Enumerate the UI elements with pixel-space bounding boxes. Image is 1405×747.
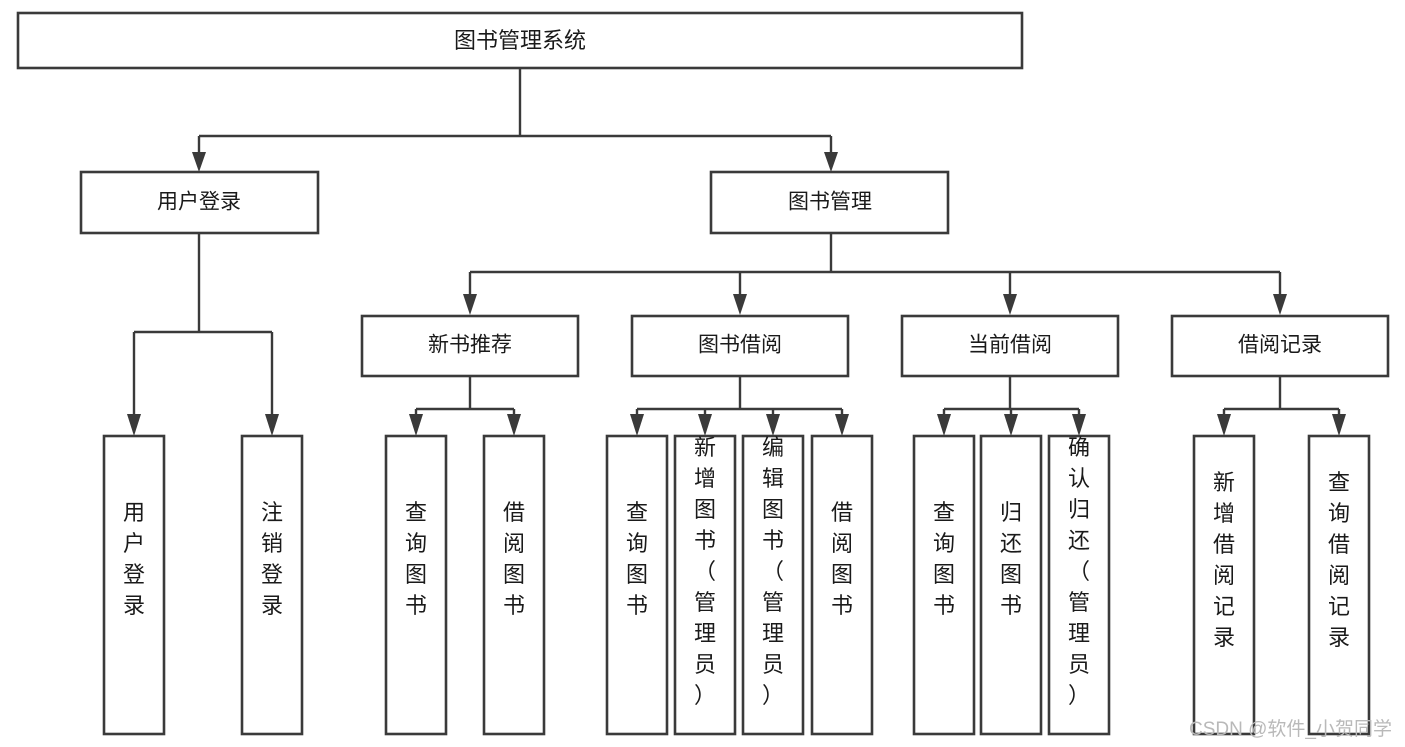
leaf-logout-login-box [240, 434, 304, 736]
leaf-node[interactable]: 编辑图书（管理员） [741, 434, 805, 736]
user-login-box [79, 170, 320, 235]
leaf-confirm-return-box [1047, 434, 1111, 736]
arrow-to-leaf-confirm-return [1072, 414, 1086, 436]
leaf-node[interactable]: 查询图书 [912, 434, 976, 736]
leaf-node[interactable]: 新增图书（管理员） [673, 434, 737, 736]
node-borrow-record[interactable]: 借阅记录 [1170, 314, 1390, 378]
leaf-query-book-1-label: 查询图书 [405, 500, 427, 618]
arrow-to-leaf-add-book [698, 414, 712, 436]
arrow-to-leaf-borrow-book-2 [835, 414, 849, 436]
leaf-node[interactable]: 确认归还（管理员） [1047, 434, 1111, 736]
leaf-add-book-box [673, 434, 737, 736]
leaf-query-book-2-label: 查询图书 [626, 500, 648, 618]
arrow-to-leaf-user-login [127, 414, 141, 436]
arrow-to-leaf-query-record [1332, 414, 1346, 436]
borrow-record-box [1170, 314, 1390, 378]
leaf-add-record-box [1192, 434, 1256, 736]
connector-record-to-leaves [1222, 376, 1341, 422]
leaf-node[interactable]: 归还图书 [979, 434, 1043, 736]
leaf-borrow-book-2-label: 借阅图书 [831, 500, 853, 618]
leaf-borrow-book-2-box [810, 434, 874, 736]
node-new-book-recommend[interactable]: 新书推荐 [360, 314, 580, 378]
connector-root-to-level2 [197, 68, 833, 158]
leaf-query-book-3-label: 查询图书 [933, 500, 955, 618]
book-management-label: 图书管理 [788, 191, 872, 214]
arrow-to-leaf-query-book-2 [630, 414, 644, 436]
arrow-to-new-book-recommend [463, 294, 477, 315]
csdn-watermark: CSDN @软件_小贺同学 [1189, 718, 1392, 740]
node-book-borrow[interactable]: 图书借阅 [630, 314, 850, 378]
leaf-node[interactable]: 借阅图书 [482, 434, 546, 736]
connector-borrow-to-leaves [635, 376, 844, 422]
leaf-node[interactable]: 新增借阅记录 [1192, 434, 1256, 736]
connector-userlogin-to-leaves [132, 233, 274, 422]
leaf-logout-login-label: 注销登录 [261, 500, 283, 618]
leaf-query-book-2-box [605, 434, 669, 736]
leaf-return-book-box [979, 434, 1043, 736]
arrow-to-user-login [192, 152, 206, 172]
leaf-return-book-label: 归还图书 [1000, 500, 1022, 618]
leaf-query-book-3-box [912, 434, 976, 736]
borrow-record-label: 借阅记录 [1238, 334, 1322, 357]
leaf-edit-book-box [741, 434, 805, 736]
arrow-to-leaf-return-book [1004, 414, 1018, 436]
current-borrow-label: 当前借阅 [968, 334, 1052, 357]
arrow-to-leaf-logout-login [265, 414, 279, 436]
leaf-node[interactable]: 查询图书 [384, 434, 448, 736]
leaf-user-login-box [102, 434, 166, 736]
book-borrow-box [630, 314, 850, 378]
arrow-to-current-borrow [1003, 294, 1017, 315]
connector-recommend-to-leaves [414, 376, 516, 422]
arrow-to-book-management [824, 152, 838, 172]
arrow-to-leaf-query-book-1 [409, 414, 423, 436]
root-box [16, 11, 1024, 70]
book-management-box [709, 170, 950, 235]
node-current-borrow[interactable]: 当前借阅 [900, 314, 1120, 378]
leaf-confirm-return-label: 确认归还（管理员） [1068, 435, 1090, 708]
arrow-to-leaf-edit-book [766, 414, 780, 436]
leaf-edit-book-label: 编辑图书（管理员） [762, 435, 784, 708]
leaf-query-record-label: 查询借阅记录 [1328, 470, 1350, 650]
user-login-label: 用户登录 [157, 191, 241, 214]
leaf-query-record-box [1307, 434, 1371, 736]
new-book-recommend-label: 新书推荐 [428, 334, 512, 357]
arrow-to-leaf-borrow-book-1 [507, 414, 521, 436]
leaf-query-book-1-box [384, 434, 448, 736]
arrow-to-leaf-query-book-3 [937, 414, 951, 436]
current-borrow-box [900, 314, 1120, 378]
leaf-borrow-book-1-box [482, 434, 546, 736]
arrow-to-book-borrow [733, 294, 747, 315]
leaf-borrow-book-1-label: 借阅图书 [503, 500, 525, 618]
leaf-user-login-label: 用户登录 [123, 500, 145, 618]
connectors [127, 68, 1346, 436]
root-label: 图书管理系统 [454, 28, 586, 53]
book-borrow-label: 图书借阅 [698, 334, 782, 357]
leaf-node[interactable]: 借阅图书 [810, 434, 874, 736]
leaf-node[interactable]: 注销登录 [240, 434, 304, 736]
leaf-node[interactable]: 查询图书 [605, 434, 669, 736]
leaf-node[interactable]: 查询借阅记录 [1307, 434, 1371, 736]
node-book-management[interactable]: 图书管理 [709, 170, 950, 235]
leaf-add-book-label: 新增图书（管理员） [694, 435, 716, 708]
new-book-recommend-box [360, 314, 580, 378]
connector-bookmanagement-to-level3 [468, 233, 1282, 300]
arrow-to-borrow-record [1273, 294, 1287, 315]
arrow-to-leaf-add-record [1217, 414, 1231, 436]
node-user-login[interactable]: 用户登录 [79, 170, 320, 235]
node-root[interactable]: 图书管理系统 [16, 11, 1024, 70]
leaf-add-record-label: 新增借阅记录 [1213, 470, 1235, 650]
leaf-node[interactable]: 用户登录 [102, 434, 166, 736]
